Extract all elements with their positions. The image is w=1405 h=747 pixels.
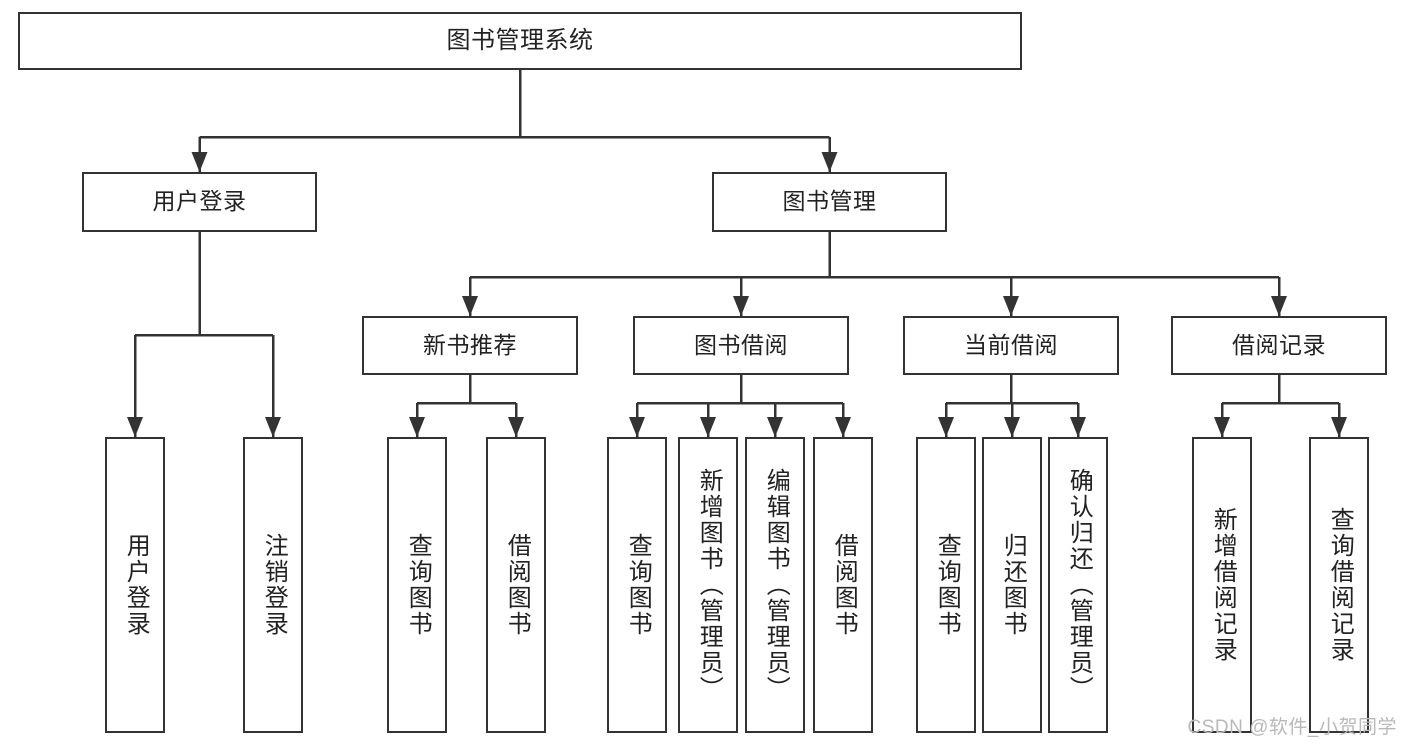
node-leaf-confirm-return: 确认归还（管理员） [1048,437,1108,733]
arrowhead-icon [409,417,425,437]
node-book-borrow: 图书借阅 [633,316,849,375]
arrowhead-icon [1214,417,1230,437]
node-label: 当前借阅 [964,331,1058,358]
node-label: 新增图书（管理员） [695,468,723,702]
node-leaf-return-book: 归还图书 [982,437,1042,733]
node-borrow-record: 借阅记录 [1171,316,1387,375]
arrowhead-icon [1331,417,1347,437]
node-leaf-query-book-2: 查询图书 [607,437,667,733]
node-label: 图书管理系统 [446,26,594,54]
node-root: 图书管理系统 [18,12,1022,70]
node-leaf-user-login: 用户登录 [105,437,165,733]
node-leaf-query-record: 查询借阅记录 [1309,437,1369,733]
arrowhead-icon [1003,296,1019,316]
node-label: 借阅图书 [503,533,531,637]
arrowhead-icon [1004,417,1020,437]
node-leaf-edit-book: 编辑图书（管理员） [745,437,805,733]
node-leaf-query-book-1: 查询图书 [387,437,447,733]
node-label: 确认归还（管理员） [1065,468,1093,702]
arrowhead-icon [629,417,645,437]
watermark-text: CSDN @软件_小贺同学 [1187,717,1397,738]
node-book-manage: 图书管理 [712,172,947,232]
node-label: 借阅图书 [830,533,858,637]
arrowhead-icon [821,152,838,172]
arrowhead-icon [508,417,524,437]
node-label: 注销登录 [260,533,288,637]
node-current-borrow: 当前借阅 [903,316,1119,375]
node-user-login: 用户登录 [82,172,317,232]
node-label: 归还图书 [999,533,1027,637]
node-leaf-add-record: 新增借阅记录 [1192,437,1252,733]
node-new-book-rec: 新书推荐 [362,316,578,375]
node-label: 查询图书 [624,533,652,637]
node-label: 查询借阅记录 [1326,507,1354,663]
arrowhead-icon [700,417,716,437]
arrowhead-icon [1271,296,1287,316]
arrowhead-icon [835,417,851,437]
arrowhead-icon [938,417,954,437]
arrowhead-icon [127,417,143,437]
arrowhead-icon [191,152,208,172]
arrowhead-icon [1070,417,1086,437]
node-label: 图书借阅 [694,331,788,358]
node-leaf-borrow-book-1: 借阅图书 [486,437,546,733]
node-label: 查询图书 [933,533,961,637]
node-label: 查询图书 [404,533,432,637]
node-leaf-borrow-book-2: 借阅图书 [813,437,873,733]
arrowhead-icon [462,296,478,316]
node-leaf-query-book-3: 查询图书 [916,437,976,733]
node-label: 新书推荐 [423,331,517,358]
node-label: 用户登录 [152,188,247,215]
arrowhead-icon [767,417,783,437]
node-label: 借阅记录 [1232,331,1326,358]
node-label: 新增借阅记录 [1209,507,1237,663]
arrowhead-icon [265,417,281,437]
node-label: 编辑图书（管理员） [762,468,790,702]
node-label: 用户登录 [122,533,150,637]
node-label: 图书管理 [782,188,877,215]
node-leaf-logout: 注销登录 [243,437,303,733]
arrowhead-icon [733,296,749,316]
node-leaf-add-book: 新增图书（管理员） [678,437,738,733]
